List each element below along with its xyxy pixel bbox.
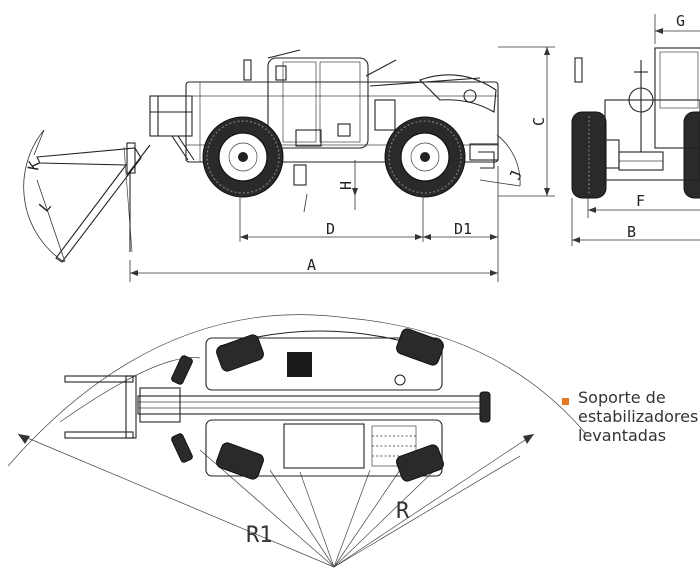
legend-marker (562, 398, 569, 405)
dim-label-b: B (627, 223, 636, 241)
front-view: G F B (571, 12, 700, 246)
side-view-forks (36, 95, 195, 263)
side-wheel-front (202, 116, 284, 198)
top-view-boom (137, 387, 489, 423)
turning-radius-lines (7, 314, 587, 568)
dim-label-h: H (337, 181, 355, 190)
side-view-dimensions (23, 46, 555, 282)
dim-label-c: C (530, 117, 548, 126)
dim-label-f: F (636, 192, 645, 210)
dim-label-j: J (506, 168, 526, 183)
dim-label-d1: D1 (454, 220, 472, 238)
dim-label-r1: R1 (246, 523, 273, 548)
side-wheel-rear (384, 116, 466, 198)
dim-label-a: A (307, 256, 316, 274)
top-view: R1 R (7, 314, 587, 568)
dim-label-g: G (676, 12, 685, 30)
dim-label-k: K (24, 160, 43, 172)
legend-text: Soporte de estabilizadores levantadas (578, 388, 699, 445)
top-view-tires (171, 328, 491, 482)
dim-label-l: L (35, 197, 55, 215)
side-view-chassis (185, 49, 499, 186)
dim-label-d: D (326, 220, 335, 238)
dim-label-r: R (396, 499, 410, 524)
top-view-forks (64, 375, 137, 439)
cab-roof-square (287, 352, 312, 377)
side-view: A D D1 C H J K L (23, 46, 555, 282)
front-view-right-tire (683, 111, 700, 199)
top-view-chassis (205, 330, 443, 477)
